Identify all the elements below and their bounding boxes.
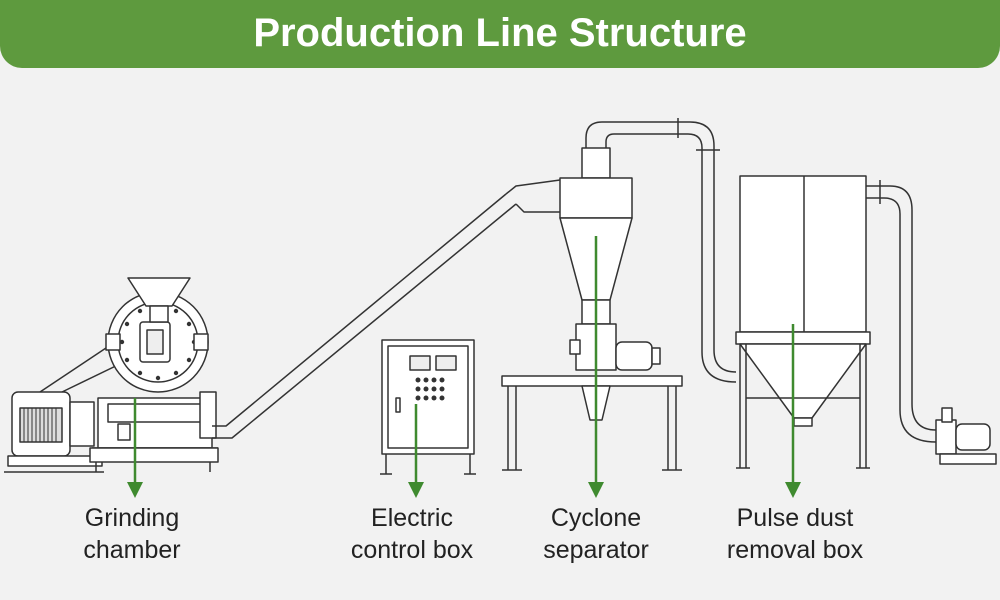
label-pulse-dust-removal-box: Pulse dust removal box	[726, 504, 864, 564]
pulse-dust-box	[735, 175, 871, 469]
arrow-cyclone-head	[588, 482, 604, 498]
arrow-pulse-head	[785, 482, 801, 498]
cyclone-outlet-pipe	[585, 118, 737, 383]
label-cyclone-separator: Cyclone separator	[543, 504, 649, 564]
arrow-grinding-head	[127, 482, 143, 498]
label-grinding-chamber: Grinding chamber	[83, 504, 181, 564]
cyclone-separator	[501, 147, 683, 471]
control-box	[380, 339, 476, 475]
arrow-control-head	[408, 482, 424, 498]
grinder-motor	[4, 391, 104, 473]
page-title: Production Line Structure	[253, 11, 747, 55]
conveying-pipe	[212, 179, 561, 439]
fan-pipe	[866, 180, 937, 443]
label-electric-control-box: Electric control box	[350, 504, 474, 564]
title-banner: Production Line Structure	[0, 0, 1000, 68]
grinding-machine	[4, 277, 219, 473]
exhaust-fan	[935, 407, 997, 465]
pointer-arrows	[127, 236, 801, 498]
